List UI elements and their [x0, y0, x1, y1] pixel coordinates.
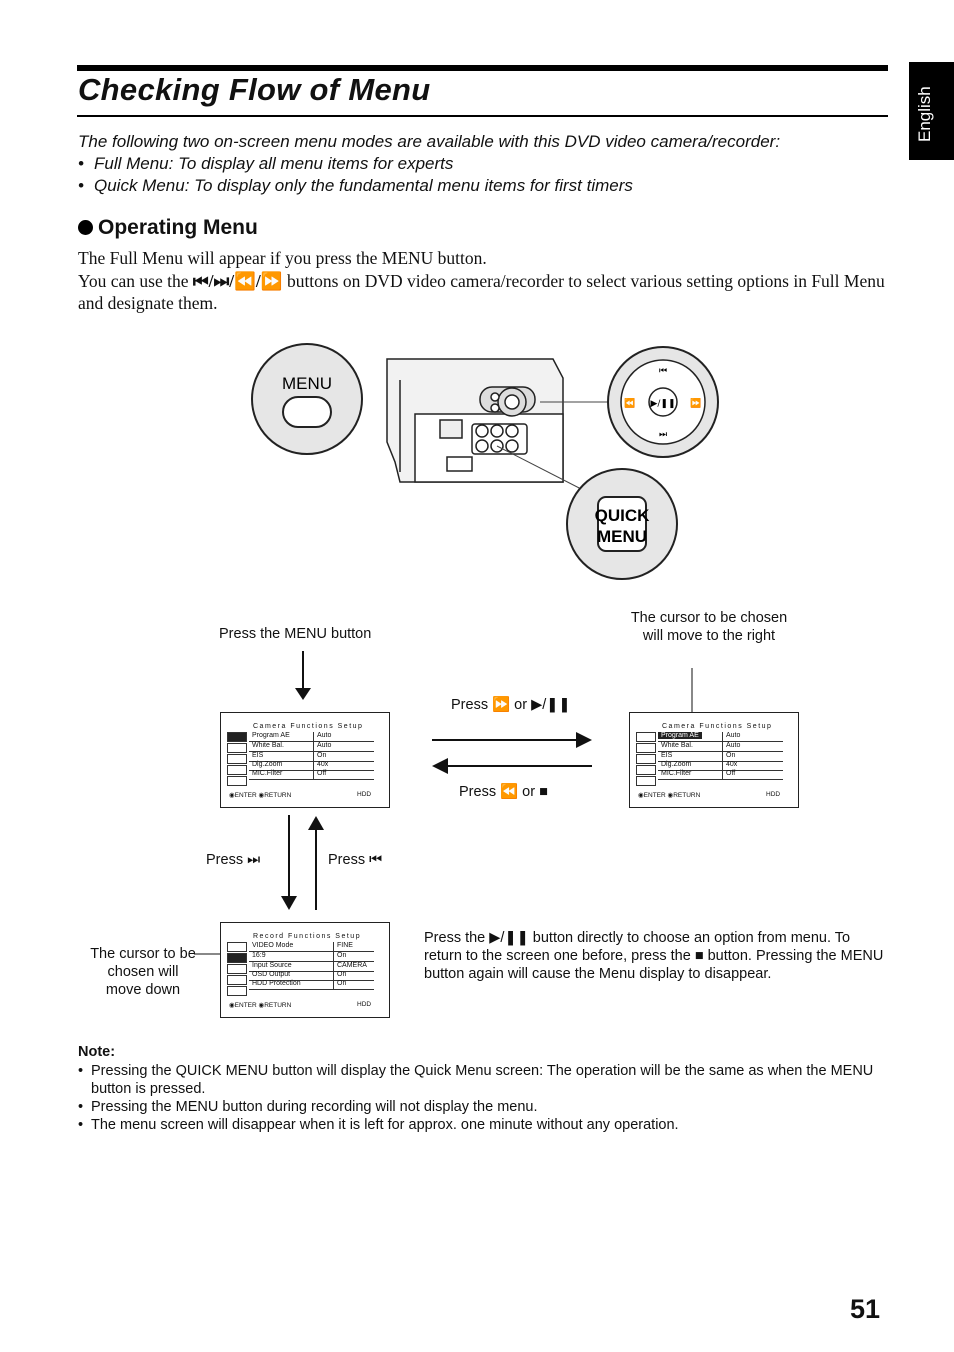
menu-screen-title: Record Functions Setup: [253, 933, 362, 940]
note-list: •Pressing the QUICK MENU button will dis…: [78, 1062, 888, 1134]
language-tab-label: English: [915, 86, 934, 142]
page-number: 51: [850, 1294, 881, 1324]
menu-icon-column: [636, 732, 658, 787]
camera-illustration: MENU ▶/❚❚ ⏮ ⏭ ⏪ ⏩ QUICK MENU: [251, 343, 719, 580]
intro-block: The following two on-screen menu modes a…: [78, 131, 780, 197]
menu-row: White Bal.Auto: [658, 742, 783, 752]
note-heading: Note:: [78, 1044, 116, 1060]
label-press-menu: Press the MENU button: [219, 626, 372, 642]
menu-button-label: MENU: [282, 374, 332, 393]
control-pad-callout: ▶/❚❚ ⏮ ⏭ ⏪ ⏩: [607, 346, 719, 458]
bullet-dot-icon: [78, 220, 93, 235]
nav-buttons-icons: ⏮/⏭/⏪/⏩: [192, 270, 283, 291]
menu-icon-column: [227, 732, 249, 787]
quick-menu-button-callout: QUICK MENU: [566, 468, 678, 580]
title-rule-top: [77, 65, 888, 71]
section-para1: The Full Menu will appear if you press t…: [78, 248, 487, 268]
note-item: •The menu screen will disappear when it …: [78, 1117, 679, 1133]
language-tab: English: [909, 62, 954, 160]
label-instructions: Press the ▶/❚❚ button directly to choose…: [424, 930, 884, 982]
svg-text:⏮: ⏮: [659, 366, 667, 376]
note-item: •Pressing the QUICK MENU button will dis…: [78, 1063, 874, 1097]
section-para2: You can use the ⏮/⏭/⏪/⏩ buttons on DVD v…: [78, 270, 885, 314]
svg-text:⏪: ⏪: [624, 397, 635, 409]
svg-text:⏭: ⏭: [659, 430, 667, 440]
label-cursor-down: The cursor to be chosen will move down: [90, 946, 196, 998]
menu-screen-title: Camera Functions Setup: [662, 723, 773, 730]
section-heading: Operating Menu: [78, 216, 258, 240]
label-press-next: Press ⏭: [206, 852, 261, 868]
camcorder-body: [386, 358, 607, 493]
menu-icon-column: [227, 942, 249, 997]
svg-text:⏩: ⏩: [690, 397, 701, 409]
label-press-back: Press ⏪ or ■: [459, 784, 548, 800]
intro-bullet-quick: •Quick Menu: To display only the fundame…: [78, 176, 633, 195]
label-press-forward: Press ⏩ or ▶/❚❚: [451, 697, 571, 713]
menu-button-callout: MENU: [251, 343, 363, 455]
label-press-prev: Press ⏮: [328, 852, 383, 868]
menu-screen-title: Camera Functions Setup: [253, 723, 364, 730]
intro-bullet-full: •Full Menu: To display all menu items fo…: [78, 154, 454, 173]
title-rule-bottom: [77, 115, 888, 117]
section-body: The Full Menu will appear if you press t…: [78, 247, 888, 315]
quick-label-line1: QUICK: [595, 506, 651, 525]
page-title: Checking Flow of Menu: [78, 72, 431, 107]
quick-label-line2: MENU: [597, 527, 647, 546]
intro-line: The following two on-screen menu modes a…: [78, 132, 781, 151]
label-cursor-right: The cursor to be chosen will move to the…: [630, 610, 788, 644]
svg-text:▶/❚❚: ▶/❚❚: [650, 399, 675, 409]
note-item: •Pressing the MENU button during recordi…: [78, 1099, 538, 1115]
menu-row: White Bal.Auto: [249, 742, 374, 752]
